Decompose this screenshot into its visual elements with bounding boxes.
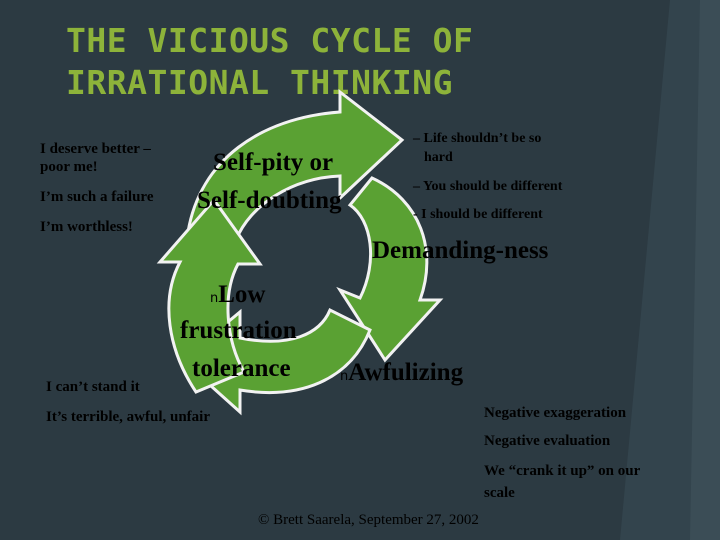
copyright-credit: © Brett Saarela, September 27, 2002: [258, 512, 479, 528]
demanding-example-4: - I should be different: [413, 207, 543, 222]
awfulizing-label-row: nAwfulizing: [340, 358, 463, 391]
self-pity-label-line-1: Self-pity or: [213, 149, 334, 176]
demanding-example-3: – You should be different: [413, 179, 563, 194]
bullet-icon: n: [210, 291, 219, 306]
accent-shapes: [620, 0, 720, 540]
self-pity-example-2: poor me!: [40, 159, 98, 175]
demanding-example-2: hard: [424, 150, 453, 165]
slide-title: THE VICIOUS CYCLE OF IRRATIONAL THINKING: [66, 20, 586, 104]
low-frustration-label-line-2: frustration: [180, 317, 297, 344]
self-pity-example-3: I’m such a failure: [40, 189, 154, 205]
low-frustration-example-2: It’s terrible, awful, unfair: [46, 409, 211, 425]
awfulizing-example-1: Negative exaggeration: [484, 405, 627, 421]
demanding-label: Demanding-ness: [372, 237, 549, 264]
bullet-icon: n: [340, 369, 349, 384]
self-pity-example-1: I deserve better –: [40, 141, 151, 157]
title-line-2: IRRATIONAL THINKING: [66, 63, 453, 102]
awfulizing-label: Awfulizing: [348, 359, 464, 386]
cycle-arrow-right: [336, 176, 444, 363]
low-frustration-label-line-3: tolerance: [192, 355, 291, 382]
cycle-arrow-top: [186, 88, 405, 242]
awfulizing-example-4: scale: [484, 485, 515, 501]
awfulizing-example-2: Negative evaluation: [484, 433, 611, 449]
low-frustration-label-line-1: nLow: [210, 280, 265, 313]
demanding-example-1: – Life shouldn’t be so: [413, 131, 542, 146]
low-frustration-word: Low: [218, 281, 266, 308]
self-pity-example-4: I’m worthless!: [40, 219, 133, 235]
title-line-1: THE VICIOUS CYCLE OF: [66, 21, 474, 60]
self-pity-label-line-2: Self-doubting: [197, 187, 342, 214]
low-frustration-example-1: I can’t stand it: [46, 379, 140, 395]
cycle-arrow-left: [156, 197, 263, 394]
awfulizing-example-3: We “crank it up” on our: [484, 463, 641, 479]
